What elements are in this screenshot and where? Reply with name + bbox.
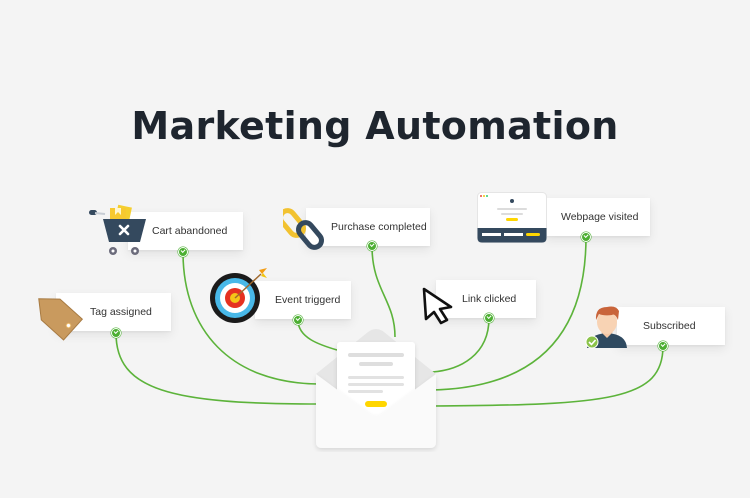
- trigger-card-subscribed[interactable]: Subscribed: [617, 307, 725, 345]
- tag-icon: [38, 298, 84, 341]
- check-icon: [293, 315, 303, 325]
- chain-link-icon: [283, 208, 324, 250]
- trigger-card-webpage-visited[interactable]: Webpage visited: [545, 198, 650, 236]
- trigger-label: Purchase completed: [331, 221, 427, 233]
- trigger-label: Subscribed: [643, 320, 696, 332]
- shopping-cart-icon: [89, 204, 146, 255]
- trigger-card-purchase-completed[interactable]: Purchase completed: [306, 208, 430, 246]
- check-icon: [367, 241, 377, 251]
- trigger-label: Event triggerd: [275, 294, 341, 306]
- check-icon: [178, 247, 188, 257]
- trigger-card-event-triggered[interactable]: Event triggerd: [255, 281, 351, 319]
- target-icon: [210, 268, 267, 323]
- check-icon: [581, 232, 591, 242]
- trigger-label: Link clicked: [462, 293, 517, 305]
- user-icon: [585, 306, 627, 349]
- trigger-label: Webpage visited: [561, 211, 639, 223]
- email-envelope-icon: [316, 329, 436, 448]
- check-icon: [484, 313, 494, 323]
- page-title: Marketing Automation: [131, 104, 619, 148]
- trigger-card-link-clicked[interactable]: Link clicked: [436, 280, 536, 318]
- trigger-card-cart-abandoned[interactable]: Cart abandoned: [128, 212, 243, 250]
- check-icon: [658, 341, 668, 351]
- trigger-label: Tag assigned: [90, 306, 152, 318]
- webpage-icon: [477, 192, 547, 243]
- cursor-icon: [422, 287, 453, 325]
- check-icon: [111, 328, 121, 338]
- trigger-label: Cart abandoned: [152, 225, 228, 237]
